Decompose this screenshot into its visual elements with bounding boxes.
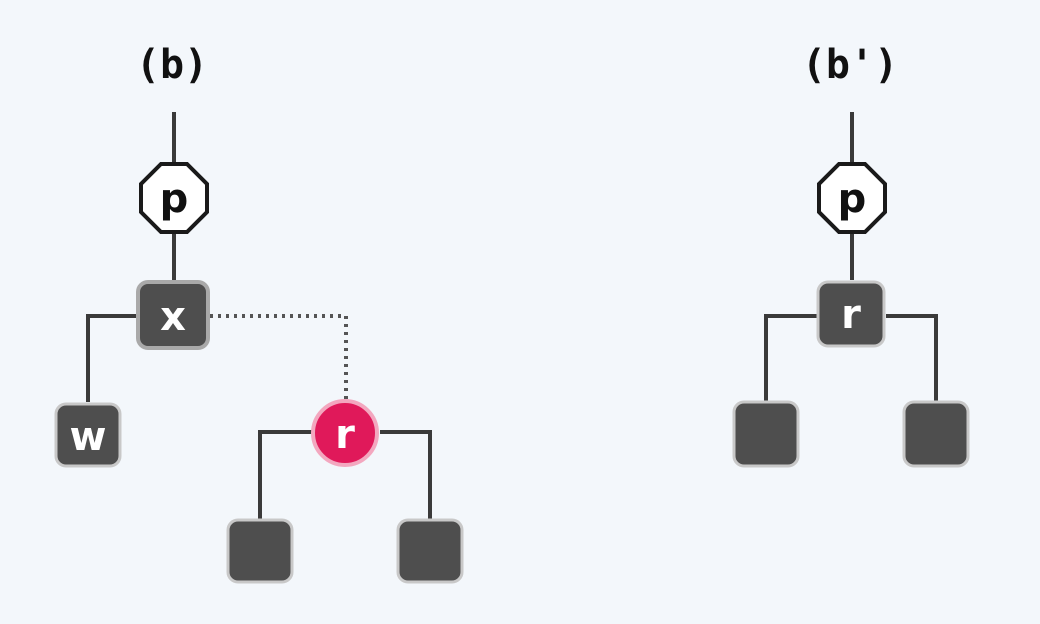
node-r-label: r xyxy=(335,412,355,458)
leaf-right xyxy=(902,400,970,468)
edge-r-to-left-leaf xyxy=(764,314,818,402)
node-r-box xyxy=(816,280,886,348)
node-w-box xyxy=(54,402,122,468)
leaf-right xyxy=(396,518,464,584)
edge-x-to-r-dotted xyxy=(210,314,348,404)
node-p-label: p xyxy=(838,176,867,222)
node-p-octagon: p xyxy=(817,162,887,234)
octagon-shape xyxy=(817,162,887,234)
edge-r-to-right-leaf xyxy=(380,430,432,520)
node-r-label: r xyxy=(841,292,861,338)
leaf-left xyxy=(732,400,800,468)
node-p-label: p xyxy=(160,176,189,222)
caption-b-prime: (b') xyxy=(802,42,898,88)
diagram-b-prime: (b') p r xyxy=(732,42,970,468)
octagon-shape xyxy=(139,162,209,234)
node-x: x xyxy=(136,280,210,350)
leaf-left xyxy=(226,518,294,584)
node-r: r xyxy=(816,280,886,348)
node-w: w xyxy=(54,402,122,468)
caption-b: (b) xyxy=(136,42,208,88)
edge-x-to-w xyxy=(86,314,140,402)
node-w-label: w xyxy=(70,414,107,460)
node-x-box xyxy=(136,280,210,350)
node-p-octagon: p xyxy=(139,162,209,234)
node-r-circle xyxy=(311,399,379,467)
node-r-red: r xyxy=(311,399,379,467)
node-x-label: x xyxy=(160,294,186,340)
diagram-b: (b) p x w r xyxy=(54,42,464,584)
edge-r-to-left-leaf xyxy=(258,430,312,520)
edge-r-to-right-leaf xyxy=(886,314,938,402)
